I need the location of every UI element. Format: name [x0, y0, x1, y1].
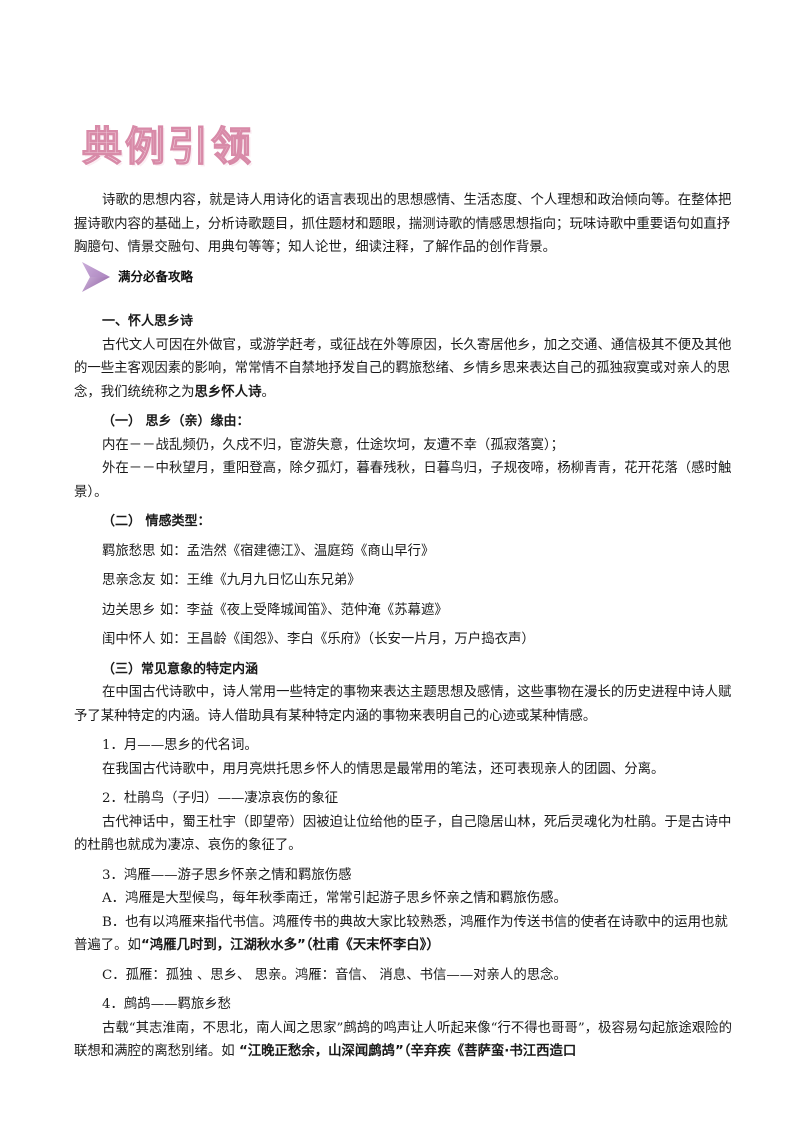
goose-c: C．孤雁：孤独 、思乡、 思亲。鸿雁：音信、 消息、书信——对亲人的思念。	[102, 967, 567, 983]
subheading-types: （二） 情感类型：	[102, 514, 211, 529]
goose-a: A．鸿雁是大型候鸟，每年秋季南迁，常常引起游子思乡怀亲之情和羁旅伤感。	[102, 891, 567, 906]
type-item: 边关思乡 如：李益《夜上受降城闻笛》、范仲淹《苏幕遮》	[102, 602, 448, 618]
goose-b: B．也有以鸿雁来指代书信。鸿雁传书的典故大家比较熟悉，鸿雁作为传送书信的使者在诗…	[74, 914, 728, 954]
subheading-images: （三）常见意象的特定内涵	[102, 661, 259, 677]
subheading-cause: （一） 思乡（亲）缘由：	[102, 414, 250, 429]
strategy-banner: 满分必备攻略	[80, 260, 380, 294]
key-term: 思乡怀人诗	[194, 384, 262, 400]
arrow-icon	[82, 262, 110, 292]
cause-inner: 内在－－战乱频仍，久戍不归，宦游失意，仕途坎坷，友遭不幸（孤寂落寞）；	[102, 437, 564, 453]
partridge-text: 古载“其志淮南，不思北，南人闻之思家”鹧鸪的鸣声让人听起来像“行不得也哥哥”，极…	[74, 1020, 732, 1060]
type-item: 羁旅愁思 如：孟浩然《宿建德江》、温庭筠《商山早行》	[102, 543, 435, 559]
cuckoo-text: 古代神话中，蜀王杜宇（即望帝）因被迫让位给他的臣子，自己隐居山林，死后灵魂化为杜…	[74, 814, 732, 854]
type-item: 思亲念友 如：王维《九月九日忆山东兄弟》	[102, 573, 361, 588]
images-intro: 在中国古代诗歌中，诗人常用一些特定的事物来表达主题思想及感情，这些事物在漫长的历…	[74, 685, 732, 724]
moon-text: 在我国古代诗歌中，用月亮烘托思乡怀人的情思是最常用的笔法，还可表现亲人的团圆、分…	[102, 761, 665, 777]
type-item: 闺中怀人 如：王昌龄《闺怨》、李白《乐府》（长安一片月，万户捣衣声）	[102, 632, 535, 647]
section-paragraph: 古代文人可因在外做官，或游学赶考，或征战在外等原因，长久寄居他乡，加之交通、通信…	[74, 337, 732, 400]
partridge-title: 4．鹧鸪——羁旅乡愁	[102, 997, 232, 1012]
main-content: 一、怀人思乡诗 古代文人可因在外做官，或游学赶考，或征战在外等原因，长久寄居他乡…	[74, 310, 738, 1064]
page-title: 典例引领	[81, 123, 254, 170]
cuckoo-title: 2．杜鹃鸟（子归）——凄凉哀伤的象征	[102, 791, 339, 806]
intro-paragraph: 诗歌的思想内容，就是诗人用诗化的语言表现出的思想感情、生活态度、个人理想和政治倾…	[74, 193, 732, 255]
cause-outer: 外在－－中秋望月，重阳登高，除夕孤灯，暮春残秋，日暮鸟归，子规夜啼，杨柳青青，花…	[74, 461, 732, 500]
moon-title: 1．月——思乡的代名词。	[102, 738, 258, 753]
goose-title: 3．鸿雁——游子思乡怀亲之情和羁旅伤感	[102, 867, 352, 883]
section-heading-homesick: 一、怀人思乡诗	[102, 314, 194, 329]
banner-label: 满分必备攻略	[118, 269, 194, 284]
